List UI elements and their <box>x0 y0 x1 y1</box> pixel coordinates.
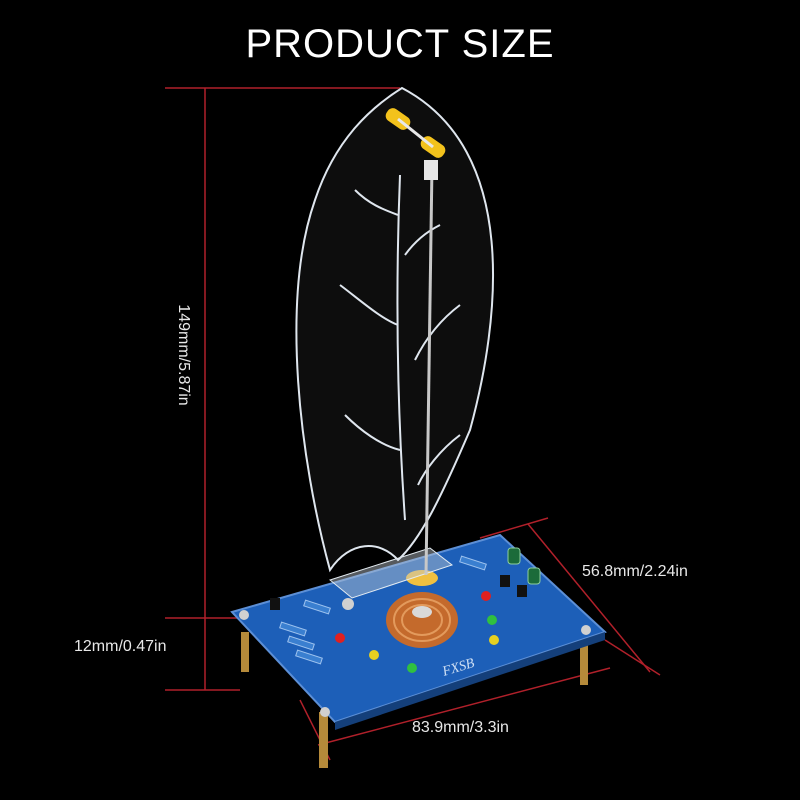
screw <box>320 707 330 717</box>
depth-dimension-line <box>527 523 651 673</box>
depth-bottom-extension <box>604 639 661 676</box>
led-red <box>335 633 345 643</box>
resistor <box>287 635 315 651</box>
base-height-dimension-label: 12mm/0.47in <box>74 638 167 655</box>
capacitor <box>507 547 521 565</box>
width-dimension-line <box>317 667 611 746</box>
resistor <box>459 555 487 571</box>
height-dimension-label: 149mm/5.87in <box>175 304 192 406</box>
screw <box>581 625 591 635</box>
transistor <box>500 575 510 587</box>
transistor <box>517 585 527 597</box>
width-dimension-label: 83.9mm/3.3in <box>412 719 509 736</box>
leaf-veins <box>339 189 461 486</box>
circuit-board: FXSB <box>230 533 607 730</box>
brass-standoffs <box>241 632 588 768</box>
pivot-bearing <box>385 108 446 180</box>
led-yellow <box>489 635 499 645</box>
led-green <box>487 615 497 625</box>
capacitor <box>527 567 541 585</box>
resistor <box>295 649 323 665</box>
leaf-midrib <box>396 174 406 521</box>
led-red <box>481 591 491 601</box>
magnet <box>412 606 432 618</box>
page-title: PRODUCT SIZE <box>245 22 555 66</box>
standoff-left <box>241 632 249 672</box>
depth-dimension-label: 56.8mm/2.24in <box>582 563 688 580</box>
depth-top-extension <box>479 517 549 539</box>
screw <box>239 610 249 620</box>
led-yellow <box>369 650 379 660</box>
resistor <box>303 599 331 615</box>
led-green <box>407 663 417 673</box>
screw <box>342 598 354 610</box>
magnet-holder <box>406 570 438 586</box>
acrylic-leaf <box>295 86 494 576</box>
standoff-right <box>580 640 588 685</box>
pendulum-rod <box>424 164 434 576</box>
resistor <box>279 621 307 637</box>
transistor <box>270 598 280 610</box>
pcb-edge <box>335 632 605 730</box>
copper-coil <box>386 592 458 648</box>
standoff-front <box>319 712 328 768</box>
